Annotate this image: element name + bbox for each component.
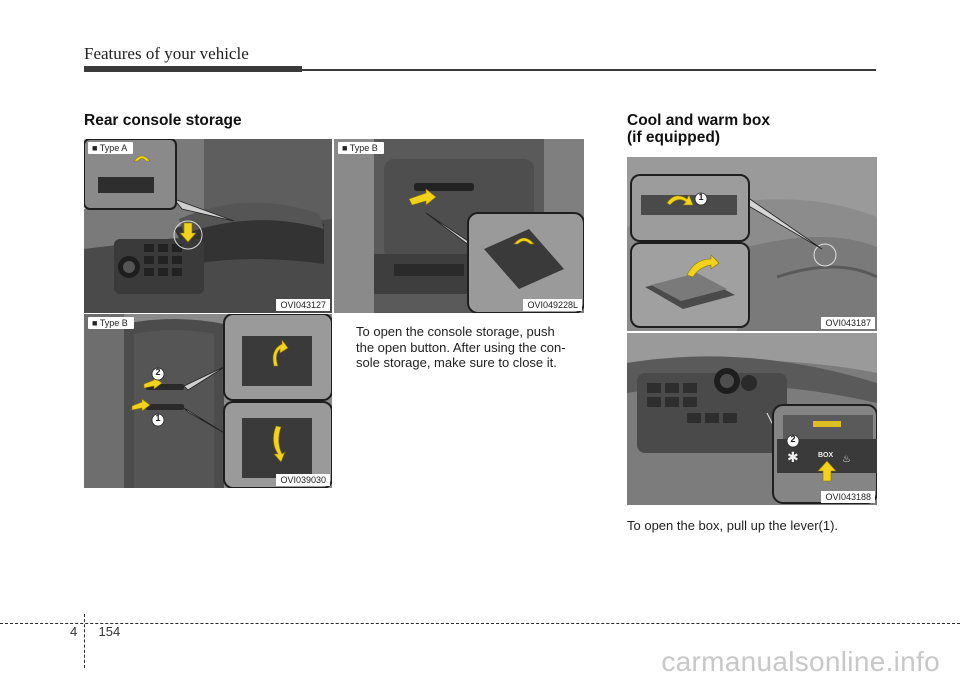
svg-text:✱: ✱ bbox=[787, 450, 799, 466]
box-switch-label: BOX bbox=[818, 452, 834, 459]
body-line: the open button. After using the con- bbox=[356, 339, 566, 355]
type-label: ■ Type A bbox=[88, 142, 134, 154]
svg-text:♨: ♨ bbox=[842, 454, 851, 465]
header-rule-thin bbox=[302, 69, 876, 71]
figure-console-type-a: ■ Type A OVI043127 bbox=[84, 139, 332, 313]
figure-code: OVI049228L bbox=[523, 299, 582, 311]
section-title-rear-console: Rear console storage bbox=[84, 112, 242, 129]
watermark: carmanualsonline.info bbox=[661, 646, 940, 677]
footer-rule bbox=[0, 623, 960, 624]
footer-divider bbox=[84, 614, 85, 668]
figure-console-type-b-2: ■ Type B 2 1 OVI039030 bbox=[84, 314, 332, 488]
type-label: ■ Type B bbox=[88, 317, 134, 329]
page-number-value: 154 bbox=[98, 624, 121, 639]
page-number: 4 154 bbox=[70, 624, 120, 639]
running-header: Features of your vehicle bbox=[84, 44, 249, 63]
body-paragraph-console: To open the console storage, push the op… bbox=[356, 324, 566, 371]
figure-code: OVI043187 bbox=[821, 317, 875, 329]
header-rule-thick bbox=[84, 66, 302, 72]
figure-code: OVI043127 bbox=[276, 299, 330, 311]
callout-number: 1 bbox=[155, 413, 161, 423]
body-paragraph-box: To open the box, pull up the lever(1). bbox=[627, 518, 839, 533]
chapter-number: 4 bbox=[70, 624, 78, 639]
type-label: ■ Type B bbox=[338, 142, 384, 154]
figure-cool-warm-box-lever: 1 OVI043187 bbox=[627, 157, 877, 331]
figure-code: OVI039030 bbox=[276, 474, 330, 486]
callout-number: 2 bbox=[790, 434, 796, 444]
callout-number: 1 bbox=[698, 192, 704, 202]
section-title-cool-warm-box: Cool and warm box (if equipped) bbox=[627, 112, 770, 146]
section-title-line: (if equipped) bbox=[627, 129, 720, 146]
figure-console-type-b-1: ■ Type B OVI049228L bbox=[334, 139, 584, 313]
callout-number: 2 bbox=[155, 367, 161, 377]
body-line: To open the console storage, push bbox=[356, 324, 555, 339]
body-line: sole storage, make sure to close it. bbox=[356, 355, 557, 370]
figure-code: OVI043188 bbox=[821, 491, 875, 503]
figure-cool-warm-box-switch: ✱ ♨ BOX 2 OVI043188 bbox=[627, 333, 877, 505]
section-title-line: Cool and warm box bbox=[627, 112, 770, 129]
